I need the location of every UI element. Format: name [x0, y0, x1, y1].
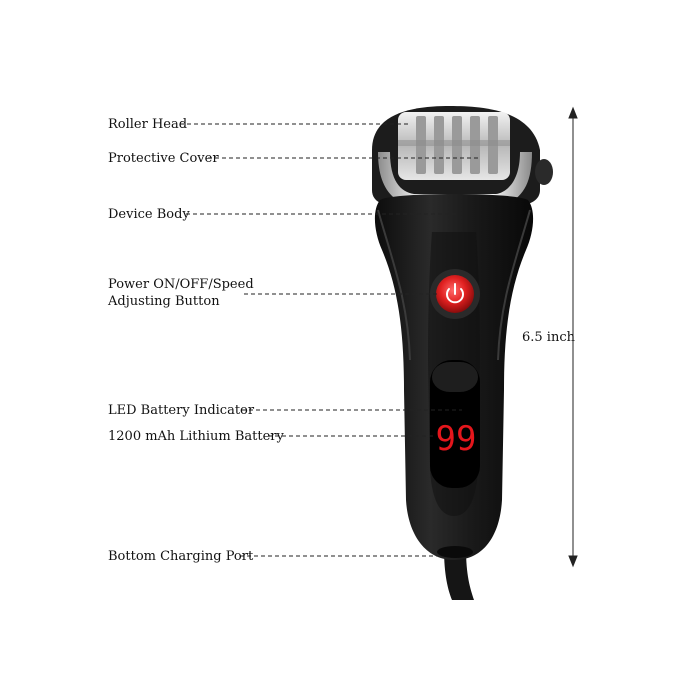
- power-button-shape: [430, 269, 480, 319]
- leader-lines: [180, 123, 478, 557]
- led-display-window: [430, 360, 480, 488]
- charging-cable: [444, 548, 474, 600]
- side-knob: [535, 159, 553, 185]
- label-roller-head: Roller Head: [108, 117, 188, 132]
- label-protective-cover: Protective Cover: [108, 151, 219, 166]
- label-charging-port: Bottom Charging Port: [108, 549, 254, 564]
- label-device-body: Device Body: [108, 207, 190, 222]
- label-power-button: Power ON/OFF/Speed Adjusting Button: [108, 276, 254, 310]
- charging-port-shape: [437, 546, 473, 558]
- power-icon: [446, 283, 464, 304]
- height-dimension-label: 6.5 inch: [522, 330, 575, 345]
- label-power-button-line1: Power ON/OFF/Speed: [108, 277, 254, 292]
- label-led-battery-indicator: LED Battery Indicator: [108, 403, 255, 418]
- led-display-digits: 99: [436, 419, 477, 459]
- label-lithium-battery: 1200 mAh Lithium Battery: [108, 429, 284, 444]
- label-power-button-line2: Adjusting Button: [108, 294, 220, 309]
- height-dimension-arrow: [568, 106, 578, 568]
- roller-head-shape: [398, 112, 510, 180]
